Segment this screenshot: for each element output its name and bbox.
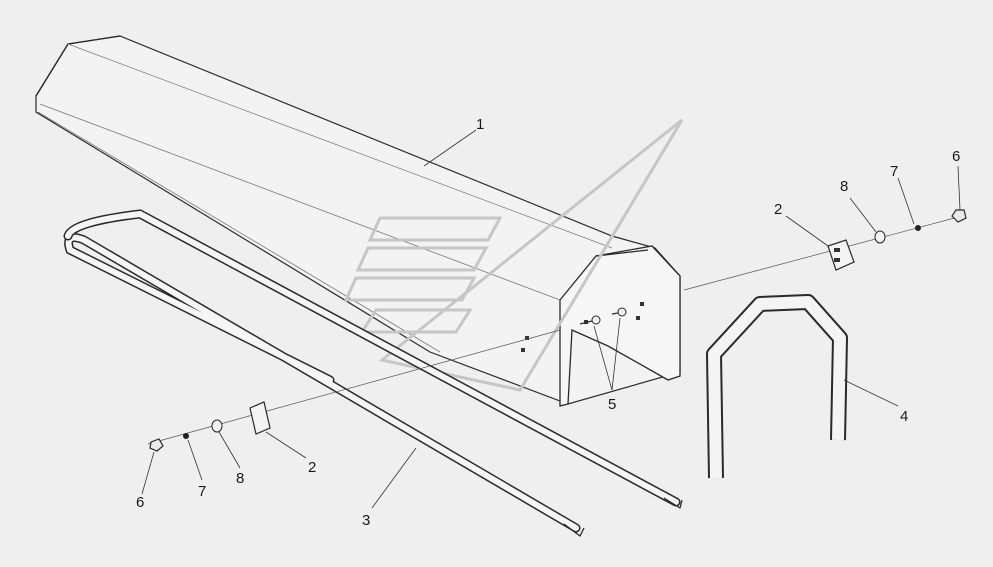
callout-part-5: 5 (608, 396, 616, 413)
callout-labels: 1 2 8 7 6 5 4 3 2 8 7 6 (136, 116, 960, 529)
washer-7-left (183, 433, 189, 439)
left-hardware (149, 401, 271, 452)
callout-part-3: 3 (362, 512, 370, 529)
callout-part-2-left: 2 (308, 459, 316, 476)
callout-part-1: 1 (476, 116, 484, 133)
callout-part-8-right: 8 (840, 178, 848, 195)
nut-6-right (951, 209, 967, 223)
part-3-rail (63, 209, 683, 537)
bracket-2-left (249, 401, 271, 435)
callout-part-6-right: 6 (952, 148, 960, 165)
washer-8-left (211, 419, 223, 433)
callout-part-7-left: 7 (198, 483, 206, 500)
washer-8-right (874, 230, 886, 244)
part-4-handle (706, 294, 848, 479)
left-assembly-axis (147, 329, 561, 445)
watermark-logo (343, 118, 684, 392)
callout-part-4: 4 (900, 408, 908, 425)
right-hardware (827, 209, 967, 271)
callout-part-8-left: 8 (236, 470, 244, 487)
bracket-2-right (827, 239, 855, 271)
callout-part-6-left: 6 (136, 494, 144, 511)
part-1-cover (35, 35, 681, 407)
nut-6-left (149, 438, 164, 452)
washer-7-right (915, 225, 921, 231)
part-5-bolts (579, 307, 627, 325)
callout-part-7-right: 7 (890, 163, 898, 180)
leader-lines (141, 129, 961, 509)
callout-part-2-right: 2 (774, 201, 782, 218)
